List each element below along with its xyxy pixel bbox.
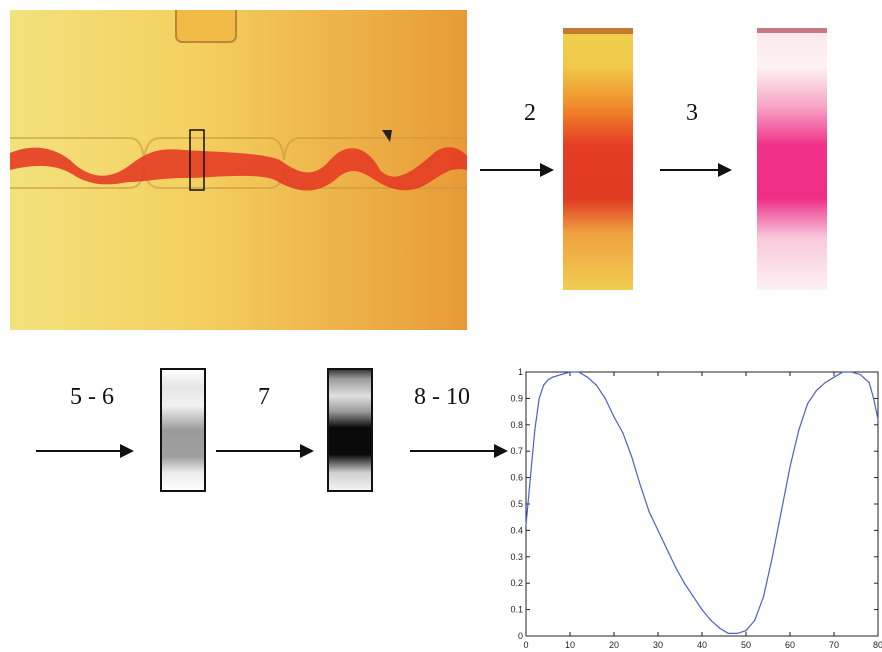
data-point [842,371,844,373]
arrow-2-icon [480,163,554,177]
data-point [710,619,712,621]
arrow-3-icon [660,163,732,177]
inlet-port [175,10,237,43]
data-point [807,403,809,405]
data-point [868,381,870,384]
data-point [824,381,826,384]
data-point [560,374,562,376]
y-tick-label: 0.4 [510,525,523,535]
step-label-7: 7 [258,384,270,410]
y-tick-label: 0.7 [510,446,523,456]
y-tick-label: 1 [518,367,523,377]
arrow-8-10-icon [410,444,508,458]
microchannel-photo [10,10,467,330]
data-point [648,511,650,513]
data-point [529,477,531,479]
data-point [763,595,765,597]
data-point [543,384,545,386]
data-point [587,376,589,378]
data-point [547,379,549,381]
data-point [604,397,606,399]
data-point [538,397,540,399]
x-tick-label: 30 [653,640,663,650]
data-point [780,511,782,513]
data-point [873,397,875,399]
data-point [613,416,615,418]
data-point [789,466,791,468]
x-tick-label: 50 [741,640,751,650]
data-point [631,455,633,458]
data-point [595,384,597,386]
particle [382,130,392,142]
x-tick-label: 80 [873,640,882,650]
data-point [727,632,729,634]
data-point [525,524,527,526]
data-point [833,376,835,378]
cropped-strip-color [563,28,633,290]
y-tick-label: 0.5 [510,499,523,509]
y-tick-label: 0.2 [510,578,523,588]
plot-area [525,371,879,637]
red-dye-stream [10,147,467,191]
arrow-7-icon [216,444,314,458]
data-point [639,484,641,487]
step-label-2: 2 [524,100,536,126]
data-point [771,556,773,558]
data-point [745,630,747,632]
y-tick-label: 0.9 [510,393,523,403]
y-tick-label: 0.8 [510,420,523,430]
step-label-8-10: 8 - 10 [414,384,470,410]
x-tick-label: 20 [609,640,619,650]
y-tick-label: 0 [518,631,523,641]
data-point [569,371,571,373]
data-point [719,627,721,629]
data-point [798,429,800,431]
data-point [675,566,677,568]
y-tick-label: 0.1 [510,605,523,615]
data-point [701,609,703,611]
step-label-5-6: 5 - 6 [70,384,114,410]
data-point [859,374,861,376]
data-point [622,432,624,434]
y-tick-label: 0.6 [510,473,523,483]
data-point [683,582,685,584]
data-point [815,389,817,392]
data-point [736,632,738,634]
x-tick-label: 10 [565,640,575,650]
data-point [877,418,879,421]
cropped-strip-pink [757,28,827,290]
data-point [851,371,853,373]
data-point [578,371,580,373]
x-tick-label: 60 [785,640,795,650]
y-tick-label: 0.3 [510,552,523,562]
data-point [754,619,756,621]
x-tick-label: 70 [829,640,839,650]
data-point [657,529,659,531]
arrow-5-6-icon [36,444,134,458]
selection-box [189,129,205,191]
data-point [551,376,553,378]
x-tick-label: 40 [697,640,707,650]
grayscale-strip [160,368,206,492]
step-label-3: 3 [686,100,698,126]
data-point [534,429,536,431]
x-tick-label: 0 [523,640,528,650]
enhanced-strip [327,368,373,492]
data-point [666,548,668,550]
data-point [692,595,694,597]
